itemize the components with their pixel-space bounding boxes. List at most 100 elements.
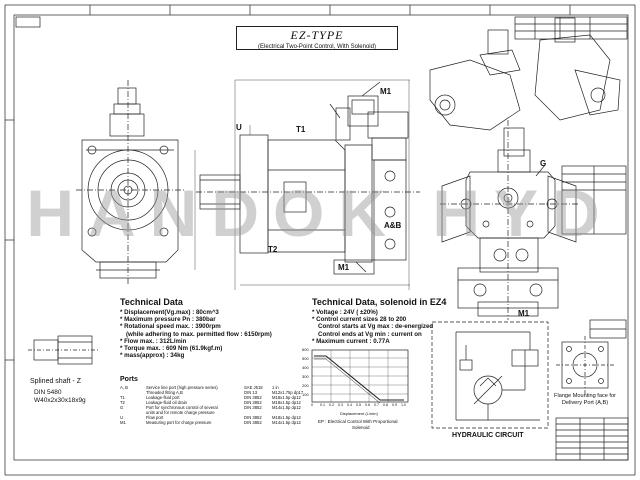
hydraulic-circuit-title: HYDRAULIC CIRCUIT bbox=[452, 432, 524, 439]
graph-x-tick: 0.9 bbox=[392, 403, 397, 407]
ports-row: Threaded fitting A,B DIN 13 M12x1.75p dp… bbox=[120, 390, 310, 396]
ports-cell: DIN 3852 bbox=[244, 405, 262, 410]
ports-cell: Measuring port for charge pressure bbox=[146, 420, 212, 425]
td-line: * mass(approx) : 34kg bbox=[120, 352, 185, 360]
spline-din: DIN 5480 bbox=[34, 389, 62, 396]
current-graph bbox=[311, 349, 409, 404]
technical-data-title: Technical Data bbox=[120, 297, 183, 307]
ports-row: units and for remote charge pressure bbox=[120, 410, 310, 416]
ports-cell: Threaded fitting A,B bbox=[146, 390, 183, 395]
spline-title: Splined shaft - Z bbox=[30, 378, 81, 385]
graph-y-tick: 300 bbox=[302, 374, 309, 379]
ports-cell: SAE J518 bbox=[244, 385, 263, 390]
solenoid-data-title: Technical Data, solenoid in EZ4 bbox=[312, 297, 447, 307]
ports-cell: M14x1.5p dp12 bbox=[272, 420, 301, 425]
technical-data: Technical Data * Displacement(Vg.max) : … bbox=[120, 298, 272, 359]
graph-y-tick: 100 bbox=[302, 392, 309, 397]
ports-cell: 1 in bbox=[272, 385, 279, 390]
flange-caption: Flange Mounting face for Delivery Port (… bbox=[550, 393, 620, 406]
drawing-subtitle: (Electrical Two-Point Control, With Sole… bbox=[258, 44, 376, 50]
graph-x-tick: 0.1 bbox=[320, 403, 325, 407]
sd-line: * Voltage : 24V ( ±20%) bbox=[312, 309, 378, 316]
ports-title: Ports bbox=[120, 376, 138, 383]
graph-x-tick: 1.0 bbox=[401, 403, 406, 407]
sd-line: Control starts at Vg max : de-energized bbox=[318, 323, 434, 331]
label-m1-right: M1 bbox=[518, 309, 530, 318]
graph-x-tick: 0.4 bbox=[347, 403, 352, 407]
graph-x-tick: 0.3 bbox=[338, 403, 343, 407]
drawing-title: EZ-TYPE bbox=[290, 28, 344, 42]
label-m1-bottom: M1 bbox=[338, 263, 350, 272]
graph-x-tick: 0 bbox=[311, 403, 313, 407]
sd-line: Control ends at Vg min : current on bbox=[318, 330, 422, 338]
ports-cell: M18x1.5p dp12 bbox=[272, 400, 301, 405]
ports-cell: M18x1.5p dp12 bbox=[272, 395, 301, 400]
inner-frame bbox=[13, 14, 629, 461]
sd-line: * Maximum current : 0.77A bbox=[312, 337, 390, 345]
td-line: * Flow max. : 312L/min bbox=[120, 337, 187, 345]
title-block bbox=[555, 165, 629, 461]
ports-cell: M14x1.5p dp12 bbox=[272, 405, 301, 410]
graph-x-ticks: 0 0.1 0.2 0.3 0.4 0.5 0.6 0.7 0.8 0.9 1.… bbox=[310, 403, 410, 409]
sd-line: * Control current sizes 28 to 200 bbox=[312, 316, 407, 324]
graph-x-tick: 0.7 bbox=[374, 403, 379, 407]
ports-cell: Flow port bbox=[146, 415, 164, 420]
graph-x-label: Displacement (L/min) bbox=[340, 411, 378, 416]
graph-x-tick: 0.5 bbox=[356, 403, 361, 407]
graph-x-tick: 0.8 bbox=[383, 403, 388, 407]
ports-cell: DIN 3852 bbox=[244, 400, 262, 405]
ports-cell: Port for synchronous control of several bbox=[146, 405, 218, 410]
graph-caption: EP : Electrical Control With Proportiona… bbox=[318, 419, 398, 424]
flange-caption-line: Delivery Port (A,B) bbox=[561, 399, 609, 406]
graph-y-tick: 500 bbox=[302, 356, 309, 361]
graph-x-tick: 0.2 bbox=[329, 403, 334, 407]
ports-cell: A, B bbox=[120, 385, 128, 390]
ports-cell: T1 bbox=[120, 395, 125, 400]
solenoid-data: Technical Data, solenoid in EZ4 * Voltag… bbox=[312, 298, 446, 345]
graph-x-tick: 0.6 bbox=[365, 403, 370, 407]
label-m1-top: M1 bbox=[380, 87, 392, 96]
spline-detail bbox=[28, 335, 100, 365]
ports-cell: Leakage-fluid oil drain bbox=[146, 400, 187, 405]
graph-caption-2: Solenoid bbox=[352, 425, 370, 430]
ports-row: G Port for synchronous control of severa… bbox=[120, 405, 310, 411]
label-u: U bbox=[236, 123, 242, 132]
label-ab: A&B bbox=[384, 221, 402, 230]
isometric-views bbox=[429, 17, 621, 131]
td-line: * Torque max. : 609 Nm (61.9kgf.m) bbox=[120, 345, 223, 353]
td-line: * Rotational speed max. : 3900rpm bbox=[120, 323, 221, 331]
graph-y-tick: 400 bbox=[302, 365, 309, 370]
ports-row: A, B Service line port (high pressure se… bbox=[120, 385, 310, 391]
ports-row: M1 Measuring port for charge pressure DI… bbox=[120, 420, 310, 426]
td-line: * Maximum pressure Pn : 380bar bbox=[120, 316, 216, 324]
graph-y-tick: 200 bbox=[302, 383, 309, 388]
ports-cell: U bbox=[120, 415, 124, 420]
label-t2: T2 bbox=[268, 245, 278, 254]
ports-cell: DIN 3852 bbox=[244, 415, 262, 420]
ports-cell: Service line port (high pressure series) bbox=[146, 385, 218, 390]
spline-spec: W40x2x30x18x9g bbox=[34, 397, 86, 404]
ports-cell: DIN 13 bbox=[244, 390, 258, 395]
ports-table: A, B Service line port (high pressure se… bbox=[120, 385, 310, 426]
td-line: (while adhering to max. permitted flow :… bbox=[126, 330, 272, 338]
flange-face bbox=[556, 336, 614, 394]
front-view bbox=[76, 80, 184, 284]
ports-cell: M18x1.5p dp12 bbox=[272, 415, 301, 420]
label-t1: T1 bbox=[296, 125, 306, 134]
label-g: G bbox=[540, 159, 547, 168]
ports-cell: M12x1.75p dp17 bbox=[272, 390, 304, 395]
td-line: * Displacement(Vg.max) : 80cm^3 bbox=[120, 309, 219, 316]
watermark: HANDOK HYD bbox=[26, 176, 614, 250]
ports-row: T1 Leakage-fluid port DIN 3852 M18x1.5p … bbox=[120, 395, 310, 401]
ports-cell: units and for remote charge pressure bbox=[146, 410, 215, 415]
ports-cell: G bbox=[120, 405, 124, 410]
ports-cell: DIN 3852 bbox=[244, 395, 262, 400]
ports-row: U Flow port DIN 3852 M18x1.5p dp12 bbox=[120, 415, 310, 421]
hydraulic-circuit-drawing bbox=[431, 321, 549, 429]
flange-caption-line: Flange Mounting face for bbox=[554, 393, 616, 399]
top-view bbox=[440, 120, 578, 320]
ports-row: T2 Leakage-fluid oil drain DIN 3852 M18x… bbox=[120, 400, 310, 406]
drawing-title-box: EZ-TYPE (Electrical Two-Point Control, W… bbox=[236, 26, 398, 50]
